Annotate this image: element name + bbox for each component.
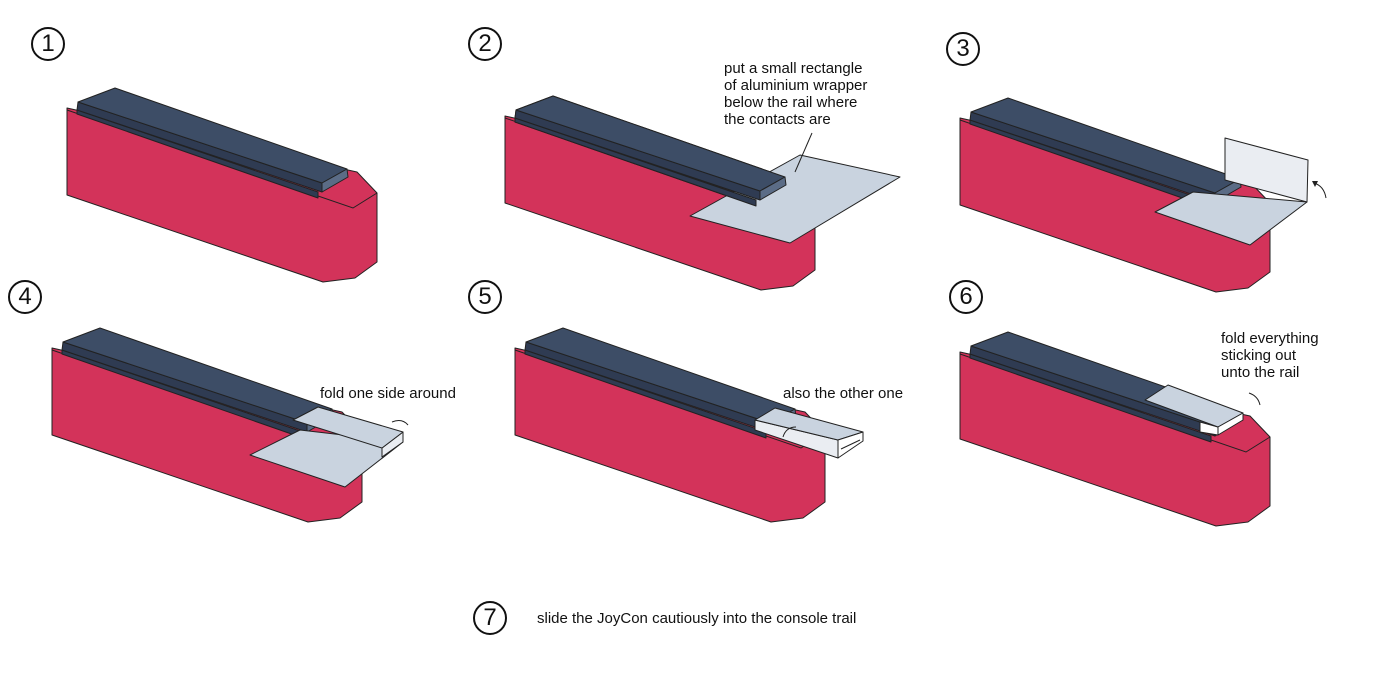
step-3-number: 3	[946, 32, 980, 66]
rail-lip-1	[76, 109, 319, 199]
joycon-body-1	[66, 107, 378, 283]
joycon-body-5	[514, 347, 826, 523]
fold-arrow-icon-4	[391, 420, 409, 426]
foil-box-inner-5	[840, 439, 861, 450]
fold-arrow-icon-6	[1248, 392, 1261, 406]
step-5-label: also the other one	[783, 385, 904, 402]
step-2-label-line: of aluminium wrapper	[724, 77, 868, 94]
fold-arrow-head-3	[1312, 181, 1318, 187]
foil-flap-3	[1224, 137, 1309, 203]
rail-end-1	[321, 168, 349, 193]
rail-lip-6	[969, 353, 1212, 443]
step-2-label-line: put a small rectangle	[724, 60, 863, 77]
step-2-label: put a small rectangle of aluminium wrapp…	[724, 60, 867, 128]
step-2-label-line: the contacts are	[724, 111, 831, 128]
foil-end-6	[1217, 412, 1244, 436]
rail-end-2-rail-overlay	[759, 176, 787, 201]
step-6-label-line: sticking out	[1221, 347, 1297, 364]
step-2-label-line: below the rail where	[724, 94, 858, 111]
rail-lip-2-rail-overlay	[514, 117, 757, 207]
rail-lip-5	[524, 349, 767, 439]
step-6-number: 6	[949, 280, 983, 314]
step-7-label: slide the JoyCon cautiously into the con…	[537, 610, 857, 627]
joycon-body-6	[959, 351, 1271, 527]
step-1-number: 1	[31, 27, 65, 61]
step-6-label-line: fold everything	[1221, 330, 1319, 347]
step-5-number: 5	[468, 280, 502, 314]
step-6-label: fold everything sticking out unto the ra…	[1221, 330, 1319, 381]
fold-arrow-icon-5	[782, 426, 797, 438]
step-7-number: 7	[473, 601, 507, 635]
leader-line-2	[794, 132, 813, 173]
foil-flap-4	[292, 406, 404, 449]
step-6-label-line: unto the rail	[1221, 364, 1300, 381]
step-4-label: fold one side around	[320, 385, 456, 402]
step-2-number: 2	[468, 27, 502, 61]
step-4-number: 4	[8, 280, 42, 314]
